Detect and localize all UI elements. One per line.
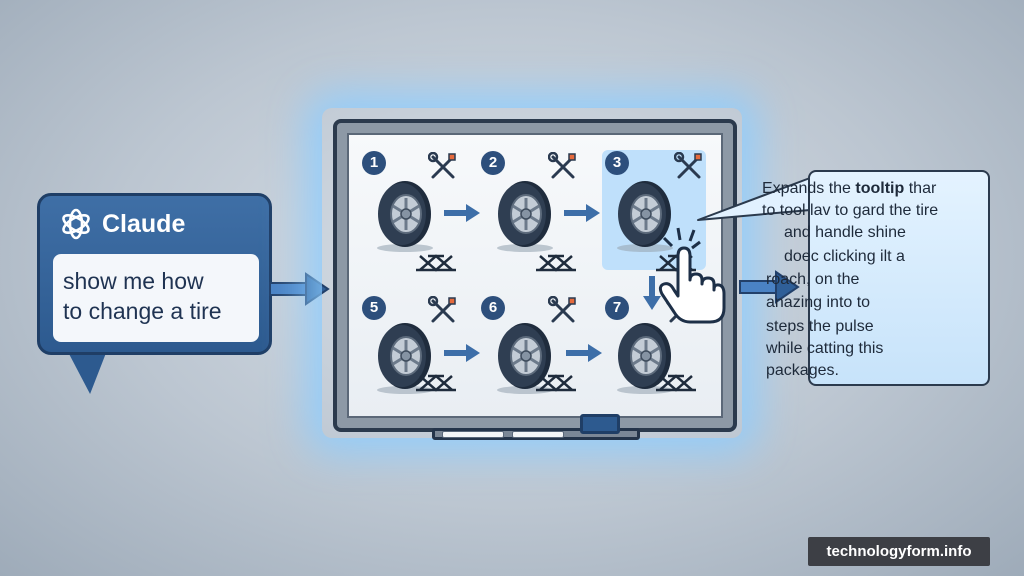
arrow-right-icon xyxy=(444,344,480,362)
marker xyxy=(512,431,564,438)
step-number: 7 xyxy=(605,296,629,320)
chat-message: show me how to change a tire xyxy=(53,254,259,342)
chat-app-name: Claude xyxy=(102,209,186,238)
arrow-right-icon xyxy=(444,204,480,222)
wrench-screwdriver-icon xyxy=(547,295,576,323)
step-jack xyxy=(656,370,696,397)
tooltip-line: steps the pulse xyxy=(766,318,874,336)
step-tools xyxy=(547,151,578,187)
tooltip-text: doec clicking ilt a xyxy=(784,248,905,265)
chat-bubble: Claude show me how to change a tire xyxy=(37,193,272,355)
car-jack-icon xyxy=(536,374,576,392)
tire-icon xyxy=(377,181,433,252)
tooltip-line: anazing into to xyxy=(766,294,870,312)
tooltip-text: Expands the xyxy=(762,180,856,197)
step-tools xyxy=(547,295,578,331)
step-jack xyxy=(416,250,456,277)
tire-icon xyxy=(377,323,433,394)
tooltip-text: to tool lav to gard the tire xyxy=(762,202,939,219)
car-jack-icon xyxy=(536,254,576,272)
tooltip-text: steps the pulse xyxy=(766,318,874,335)
tire-icon xyxy=(497,181,553,252)
watermark: technologyform.info xyxy=(808,537,990,566)
step-tools xyxy=(673,151,704,187)
tooltip-text: roach, on the xyxy=(766,271,860,288)
arrow-down-icon xyxy=(643,276,661,310)
tooltip-text: anazing into to xyxy=(766,294,871,311)
tooltip-bold-text: tooltip xyxy=(855,180,905,197)
step-tire xyxy=(372,318,438,401)
tooltip: Expands the tooltip thar to tool lav to g… xyxy=(762,170,990,386)
wrench-screwdriver-icon xyxy=(673,151,702,179)
tooltip-text: thar xyxy=(904,180,937,197)
arrow-right-icon xyxy=(269,272,330,306)
arrow-right-icon xyxy=(739,270,800,304)
step-number: 1 xyxy=(362,151,386,175)
step-tire xyxy=(492,318,558,401)
tooltip-line: while catting this xyxy=(766,340,883,358)
step-jack xyxy=(536,250,576,277)
wrench-screwdriver-icon xyxy=(427,151,456,179)
step-tire xyxy=(612,318,678,401)
step-jack xyxy=(536,370,576,397)
tire-icon xyxy=(617,181,673,252)
step-tire xyxy=(372,176,438,259)
step-number: 5 xyxy=(362,296,386,320)
wrench-screwdriver-icon xyxy=(547,151,576,179)
tooltip-text: while catting this xyxy=(766,340,884,357)
step-tools xyxy=(427,295,458,331)
marker xyxy=(442,431,504,438)
arrow-right-icon xyxy=(566,344,602,362)
step-tire[interactable] xyxy=(612,176,678,259)
tire-icon xyxy=(497,323,553,394)
eraser xyxy=(580,414,620,434)
tire-icon xyxy=(617,323,673,394)
step-number: 6 xyxy=(481,296,505,320)
step-jack xyxy=(416,370,456,397)
tooltip-text: packages. xyxy=(766,362,839,379)
tooltip-tail xyxy=(697,177,811,221)
car-jack-icon xyxy=(416,374,456,392)
openai-logo-icon xyxy=(62,208,90,240)
chat-header: Claude xyxy=(58,206,185,242)
wrench-screwdriver-icon xyxy=(427,295,456,323)
chat-message-line-1: show me how xyxy=(63,268,204,294)
step-tools xyxy=(427,151,458,187)
step-tire xyxy=(492,176,558,259)
tooltip-text: and handle shine xyxy=(784,224,906,241)
car-jack-icon xyxy=(416,254,456,272)
tooltip-line: to tool lav to gard the tire xyxy=(762,202,938,220)
arrow-right-icon xyxy=(564,204,600,222)
tooltip-line: doec clicking ilt a xyxy=(784,248,905,266)
pointer-hand-icon xyxy=(658,227,726,324)
step-number: 3 xyxy=(605,151,629,175)
car-jack-icon xyxy=(656,374,696,392)
tooltip-line: Expands the tooltip thar xyxy=(762,180,936,198)
tooltip-line: and handle shine xyxy=(784,224,906,242)
chat-message-line-2: to change a tire xyxy=(63,298,222,324)
tooltip-line: roach, on the xyxy=(766,271,859,289)
tooltip-line: packages. xyxy=(766,362,839,380)
step-number: 2 xyxy=(481,151,505,175)
